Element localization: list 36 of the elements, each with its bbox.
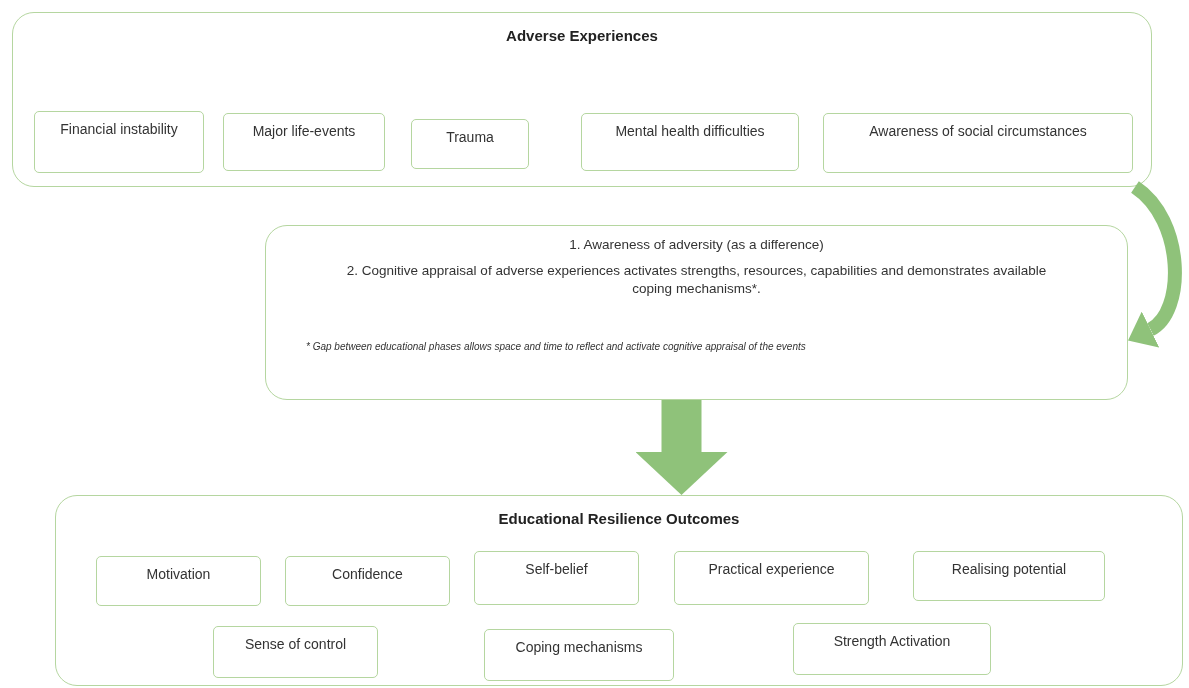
group-panel — [12, 12, 1152, 187]
item-box — [823, 113, 1133, 173]
box-label: Financial instability — [60, 120, 178, 139]
item-box — [411, 119, 529, 169]
item-box — [213, 626, 378, 678]
box-label: Major life-events — [252, 122, 356, 141]
box-label: Strength Activation — [833, 632, 951, 651]
group-panel — [55, 495, 1183, 686]
box-label: Motivation — [146, 565, 211, 584]
box-label: Self-belief — [525, 560, 588, 579]
item-box — [581, 113, 799, 171]
arrow — [1130, 181, 1182, 346]
item-box — [674, 551, 869, 605]
process-box — [265, 225, 1128, 400]
step-text: 1. Awareness of adversity (as a difference) — [569, 236, 824, 254]
box-label: Trauma — [446, 128, 494, 147]
group-heading: Educational Resilience Outcomes — [498, 510, 740, 527]
footnote: * Gap between educational phases allows space and time to reflect and activate cognitive appraisal of the events — [306, 340, 806, 352]
box-label: Sense of control — [244, 635, 347, 654]
box-label: Realising potential — [951, 560, 1067, 579]
item-box — [223, 113, 385, 171]
item-box — [285, 556, 450, 606]
step-text: 2. Cognitive appraisal of adverse experiences activates strengths, resources, capabilities and demonstrates available coping mechanisms*. — [345, 262, 1048, 299]
item-box — [793, 623, 991, 675]
box-label: Coping mechanisms — [515, 638, 643, 657]
box-label: Mental health difficulties — [615, 122, 765, 141]
item-box — [96, 556, 261, 606]
box-label: Awareness of social circumstances — [869, 122, 1087, 141]
arrow — [635, 400, 728, 495]
item-box — [34, 111, 204, 173]
box-label: Confidence — [332, 565, 403, 584]
item-box — [484, 629, 674, 681]
item-box — [474, 551, 639, 605]
group-heading: Adverse Experiences — [506, 27, 658, 44]
item-box — [913, 551, 1105, 601]
box-label: Practical experience — [708, 560, 835, 579]
